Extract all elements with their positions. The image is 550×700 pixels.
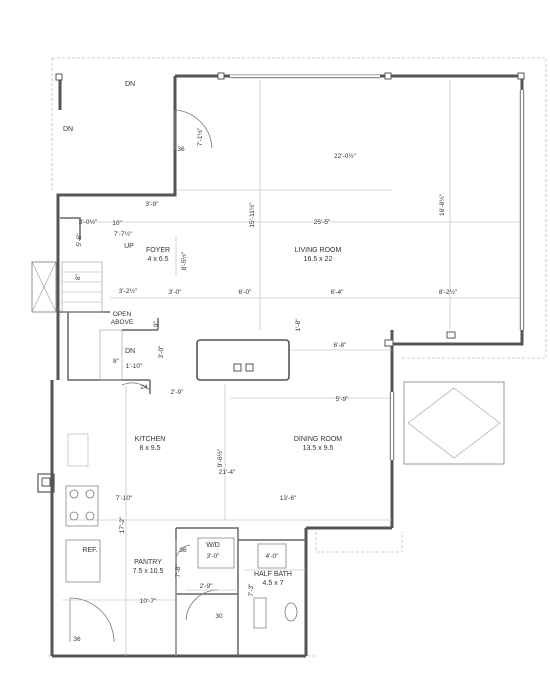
- door-36-wd-label: 36: [179, 547, 187, 554]
- room-labels: FOYER 4 x 6.5 LIVING ROOM 16.5 x 22 KITC…: [82, 247, 342, 587]
- dim-label: 17'-2": [119, 516, 126, 533]
- pantry-size: 7.5 x 10.5: [133, 568, 164, 575]
- half-bath-name: HALF BATH: [254, 571, 292, 578]
- dim-label: 21'-4": [219, 469, 236, 476]
- door-swings: [69, 109, 219, 643]
- stair-labels: DN DN DN UP: [63, 81, 135, 355]
- door-36-bottom-label: 36: [73, 636, 81, 643]
- deck-outline: [48, 57, 547, 657]
- open-above-label-line1: OPEN: [113, 311, 132, 318]
- door-labels: 36 36 36 30 24: [73, 146, 223, 643]
- stair-dn-top-label: DN: [125, 81, 135, 88]
- foyer-name: FOYER: [146, 247, 170, 254]
- dim-label: 8'-5½": [180, 251, 188, 270]
- door-36-top-label: 36: [177, 146, 185, 153]
- half-bath-size: 4.5 x 7: [262, 580, 283, 587]
- dim-label: 16'-8½": [438, 193, 446, 216]
- bath-fixtures: [197, 537, 298, 629]
- dim-label: 25'-5": [314, 219, 331, 226]
- dim-label: 6'-0": [239, 289, 253, 296]
- dim-label: 9": [153, 320, 160, 327]
- dining-room-name: DINING ROOM: [294, 436, 342, 443]
- windows: [230, 74, 525, 460]
- door-24-label: 24: [140, 384, 148, 391]
- dim-label: 6'-4": [331, 289, 345, 296]
- dim-label: 3'-2½": [119, 287, 138, 295]
- kitchen-appliances: [37, 433, 101, 583]
- dim-label: 3'-0½": [79, 218, 98, 226]
- dim-label: 2'-9": [200, 583, 214, 590]
- dim-label: 10'-7": [140, 598, 157, 605]
- dim-label: 1'-10": [126, 363, 143, 370]
- exterior-walls: [50, 72, 525, 658]
- patio: [403, 381, 505, 465]
- door-30-label: 30: [215, 613, 223, 620]
- dim-label: 7'-10": [116, 495, 133, 502]
- dim-label: 7'-3": [248, 583, 255, 597]
- stair-dn-lower-label: DN: [125, 348, 135, 355]
- dim-label: 9'-6½": [216, 448, 224, 467]
- dimension-labels: 7'-1½" 22'-0½" 3'-9" 3'-0½" 10" 7'-7½" 5…: [75, 127, 458, 605]
- dim-label: 7'-7½": [114, 230, 133, 238]
- living-room-size: 16.5 x 22: [304, 256, 333, 263]
- living-room-name: LIVING ROOM: [295, 247, 342, 254]
- foyer-size: 4 x 6.5: [147, 256, 168, 263]
- refrigerator-label: REF.: [82, 547, 97, 554]
- dimension-lines: [62, 80, 520, 656]
- dim-label: 7'-1½": [196, 127, 204, 146]
- pantry-name: PANTRY: [134, 559, 162, 566]
- open-above-label-line2: ABOVE: [111, 319, 134, 326]
- dim-label: 5'-6": [76, 233, 83, 247]
- dim-label: 3'-9": [146, 201, 160, 208]
- dim-label: 2'-9": [171, 389, 185, 396]
- interior-walls: [58, 217, 306, 656]
- dim-label: 4'-0": [266, 553, 280, 560]
- dim-label: 1'-8": [295, 318, 302, 332]
- dim-label: 3'-0": [207, 553, 221, 560]
- stairs: [31, 261, 123, 381]
- dim-label: 3'-0": [169, 289, 183, 296]
- stair-dn-left-label: DN: [63, 126, 73, 133]
- dim-label: 8'-2½": [439, 288, 458, 296]
- stair-up-label: UP: [124, 243, 134, 250]
- dim-label: 8": [75, 273, 82, 280]
- dim-label: 13'-6": [280, 495, 297, 502]
- dim-label: 7'-8": [175, 564, 182, 578]
- dim-label: 3'-0": [158, 345, 165, 359]
- kitchen-island: [196, 339, 290, 381]
- dim-label: 22'-0½": [334, 152, 357, 160]
- dim-label: 8": [113, 358, 120, 365]
- dim-label: 6'-8": [334, 342, 348, 349]
- dim-label: 10": [112, 220, 122, 227]
- dining-room-size: 13.5 x 9.5: [303, 445, 334, 452]
- washer-dryer-label: W/D: [206, 542, 220, 549]
- kitchen-size: 8 x 9.5: [139, 445, 160, 452]
- kitchen-name: KITCHEN: [135, 436, 166, 443]
- dim-label: 5'-9": [336, 396, 350, 403]
- dim-label: 15'-11½": [248, 202, 256, 228]
